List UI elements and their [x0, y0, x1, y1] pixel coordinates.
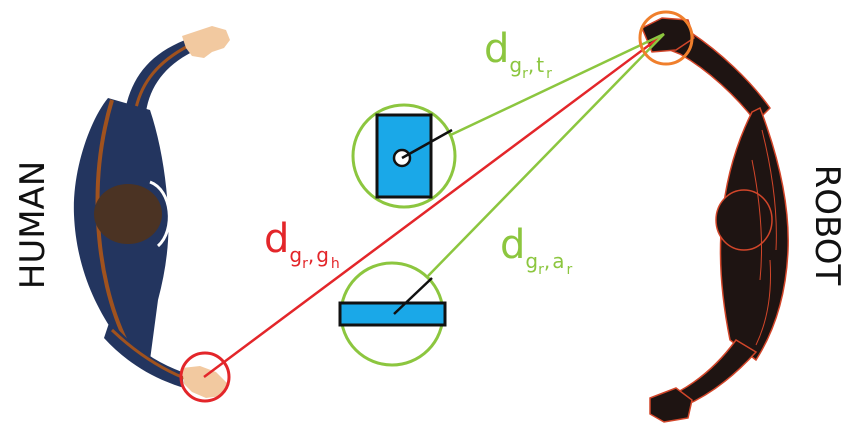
human-label: HUMAN — [13, 161, 53, 289]
human-upper-hand — [182, 26, 230, 58]
human-head — [94, 184, 162, 244]
robot-gripper-marker — [638, 10, 694, 66]
human-figure — [73, 26, 230, 398]
area-inset — [338, 261, 447, 367]
robot-contour-1 — [761, 129, 777, 251]
robot-contour-3 — [755, 259, 771, 346]
human-upper-arm-stripe — [134, 44, 189, 109]
target-distance-stub — [401, 128, 453, 160]
human-lower-arm-stripe — [110, 328, 185, 380]
robot-label: ROBOT — [807, 165, 844, 286]
area-object — [338, 301, 447, 327]
target-inset — [351, 103, 457, 209]
human-head-arc — [149, 180, 171, 248]
robot-figure — [641, 17, 789, 423]
distance-line-gr-tr — [439, 32, 665, 142]
robot-contour-2 — [751, 159, 763, 281]
robot-head — [715, 189, 773, 251]
distance-line-gr-gh — [203, 32, 665, 379]
area-distance-stub — [393, 277, 433, 315]
human-hand-marker — [179, 351, 231, 403]
human-lower-hand — [182, 366, 228, 398]
human-lower-arm — [104, 320, 184, 388]
robot-lower-hand — [649, 387, 693, 423]
robot-lower-arm — [677, 339, 758, 407]
distance-line-gr-ar — [427, 33, 665, 277]
